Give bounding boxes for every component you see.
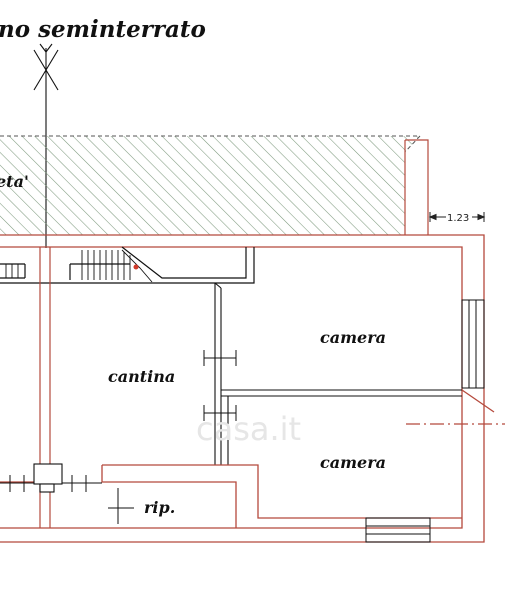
lower-walls (0, 464, 462, 528)
window-bottom (365, 517, 431, 543)
room-label-rip: rip. (144, 498, 175, 517)
room-label-camera-upper: camera (320, 328, 386, 347)
window-right (461, 299, 485, 389)
dimension-label: 1.23 (447, 213, 469, 224)
hatched-area (0, 135, 422, 236)
boundary-lines (404, 139, 429, 235)
stair-marker-icon (133, 264, 139, 270)
watermark: casa.it (196, 410, 301, 448)
stairs (5, 249, 153, 283)
room-label-cantina: cantina (108, 367, 175, 386)
door-ticks (203, 350, 237, 421)
plan-title: no seminterrato (0, 16, 206, 43)
partial-label: eta' (0, 172, 29, 191)
outer-walls (0, 234, 505, 543)
dimension-marker (428, 212, 486, 222)
stair-hall (0, 246, 255, 284)
interior-walls (214, 282, 462, 465)
lower-ticks (0, 475, 134, 524)
pillar (33, 463, 63, 493)
room-label-camera-lower: camera (320, 453, 386, 472)
